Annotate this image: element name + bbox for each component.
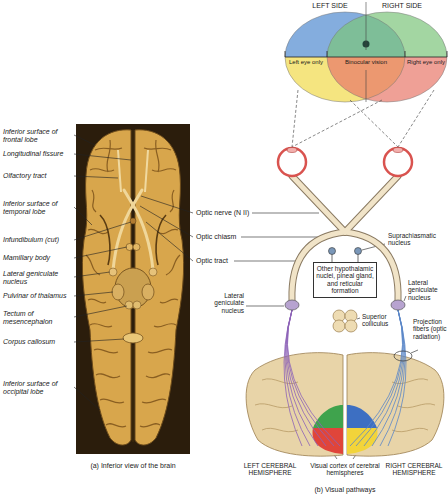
tectum bbox=[125, 301, 133, 309]
suprachiasmatic-nuclei bbox=[329, 248, 362, 264]
part-label: Lateral geniculate nucleus bbox=[408, 279, 446, 301]
mamillary-body bbox=[126, 244, 133, 251]
fissure bbox=[132, 130, 134, 200]
sight-lines bbox=[292, 90, 434, 147]
side-label: LEFT SIDE bbox=[300, 2, 360, 10]
lgn bbox=[285, 300, 299, 310]
part-label: Lateral geniculate nucleus bbox=[204, 292, 244, 314]
caption: (a) Inferior view of the brain bbox=[76, 462, 190, 470]
pulvinar bbox=[142, 284, 154, 300]
lgn-photo bbox=[109, 268, 117, 276]
box-text: Other hypothalamic nuclei, pineal gland,… bbox=[316, 265, 374, 295]
projection-fibers bbox=[284, 310, 340, 446]
side-label: RIGHT SIDE bbox=[372, 2, 432, 10]
hemisphere-label: RIGHT CEREBRAL HEMISPHERE bbox=[383, 462, 445, 477]
part-label: Inferior surface of occipital lobe bbox=[3, 380, 73, 396]
olfactory-tract bbox=[145, 150, 148, 192]
mamillary-body bbox=[133, 244, 140, 251]
eyes bbox=[278, 148, 412, 177]
part-label: Olfactory tract bbox=[3, 172, 73, 180]
tectum bbox=[133, 301, 141, 309]
part-label: Optic tract bbox=[196, 257, 236, 265]
field-label: Binocular vision bbox=[327, 59, 405, 66]
optic-pathway-photo bbox=[113, 190, 153, 270]
part-label: Pulvinar of thalamus bbox=[3, 292, 73, 300]
fiber-marker bbox=[394, 351, 412, 361]
fissure bbox=[132, 345, 134, 442]
caption: (b) Visual pathways bbox=[300, 486, 390, 494]
optic-pathway bbox=[292, 176, 398, 300]
part-label: Lateral geniculate nucleus bbox=[3, 270, 73, 286]
part-label: Tectum of mesencephalon bbox=[3, 310, 73, 326]
infundibulum bbox=[130, 218, 136, 224]
part-label: Mamillary body bbox=[3, 254, 73, 262]
projection-fibers bbox=[350, 310, 406, 446]
part-label: Infundibulum (cut) bbox=[3, 236, 73, 244]
photo-ground bbox=[76, 124, 190, 454]
field-label: Left eye only bbox=[285, 59, 327, 66]
part-label: Superior colliculus bbox=[362, 313, 396, 328]
part-label: Inferior surface of temporal lobe bbox=[3, 200, 73, 216]
part-label: Corpus callosum bbox=[3, 338, 73, 346]
brain-photo bbox=[76, 124, 190, 454]
part-label: Optic nerve (N II) bbox=[196, 209, 254, 217]
pulvinar bbox=[112, 284, 124, 300]
part-label: Inferior surface of frontal lobe bbox=[3, 128, 73, 144]
info-box: Other hypothalamic nuclei, pineal gland,… bbox=[313, 262, 377, 298]
part-label: Suprachiasmatic nucleus bbox=[388, 232, 446, 247]
field-label: Right eye only bbox=[405, 59, 447, 66]
hemisphere-label: LEFT CEREBRAL HEMISPHERE bbox=[238, 462, 302, 477]
lgn-photo bbox=[149, 268, 157, 276]
part-label: Optic chiasm bbox=[196, 233, 242, 241]
visual-field bbox=[285, 2, 447, 102]
corpus-callosum bbox=[123, 333, 143, 343]
cerebral-hemispheres bbox=[246, 353, 444, 457]
part-label: Longitudinal fissure bbox=[3, 150, 73, 158]
superior-colliculus bbox=[333, 310, 357, 332]
part-label: Projection fibers (optic radiation) bbox=[413, 318, 447, 340]
part-label: Visual cortex of cerebral hemispheres bbox=[310, 462, 380, 477]
olfactory-tract bbox=[118, 150, 121, 192]
lgn bbox=[391, 300, 405, 310]
